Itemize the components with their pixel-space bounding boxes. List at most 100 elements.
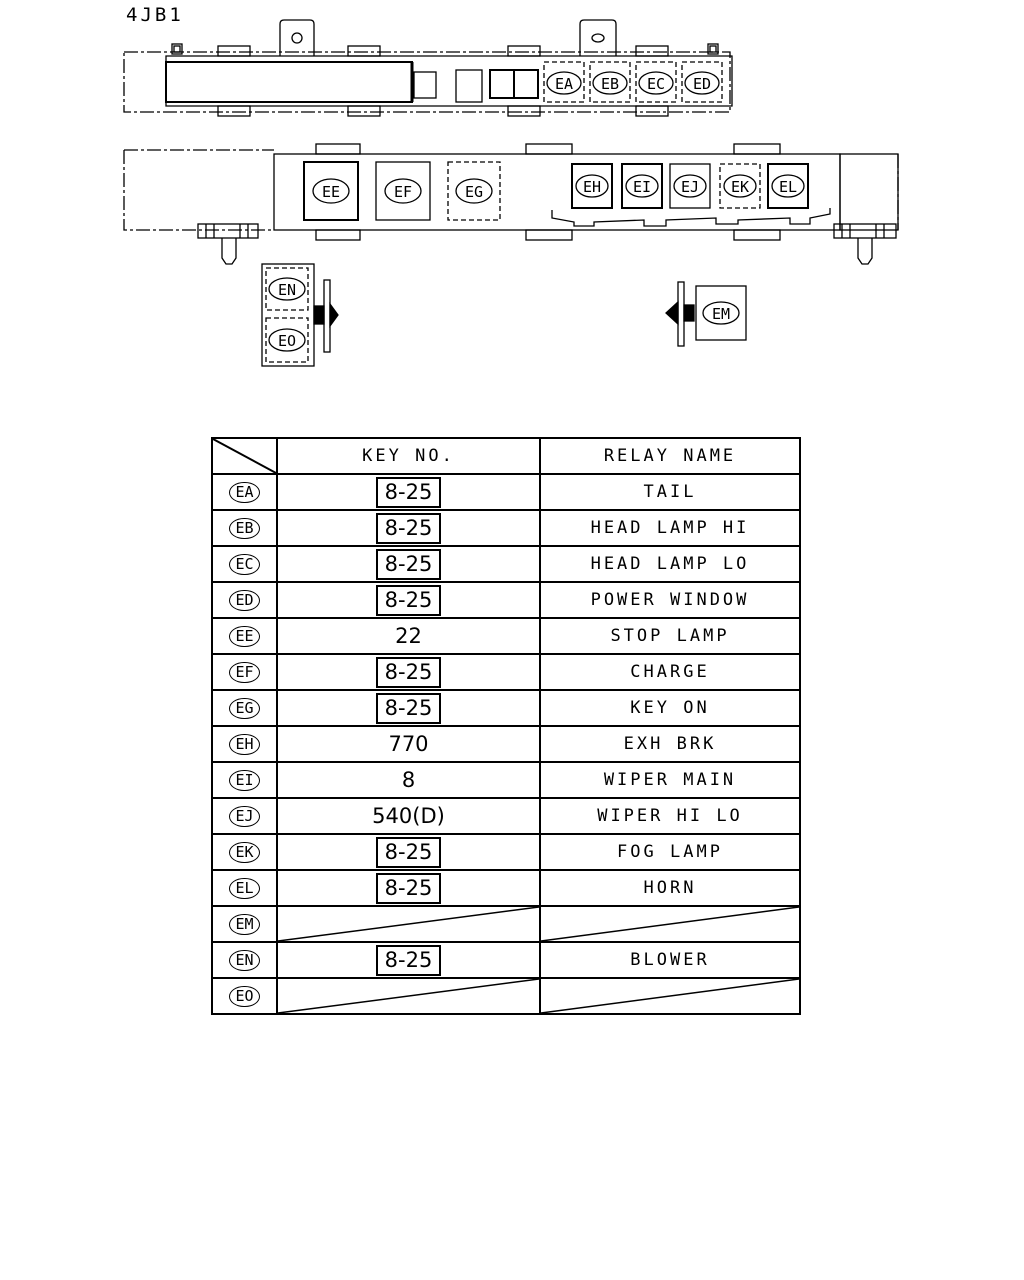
key-no-value: 540(D)	[372, 804, 445, 828]
relay-code: EM	[229, 913, 260, 935]
key-no-cell: 22	[276, 617, 541, 655]
socket-label-ec: EC	[647, 75, 665, 93]
relay-code: ED	[229, 589, 260, 611]
key-no-cell: 8-25	[276, 689, 541, 727]
table-row: EC 8-25 HEAD LAMP LO	[211, 545, 801, 583]
relay-code: EG	[229, 697, 260, 719]
key-no-value: 8	[401, 768, 416, 792]
key-no-cell	[276, 977, 541, 1015]
key-no-value: 8-25	[375, 584, 442, 616]
relay-name-cell: BLOWER	[539, 941, 801, 979]
relay-code: EH	[229, 733, 260, 755]
key-no-cell: 540(D)	[276, 797, 541, 835]
model-label: 4JB1	[126, 4, 184, 26]
table-row: EI 8 WIPER MAIN	[211, 761, 801, 799]
relay-name-cell: HEAD LAMP HI	[539, 509, 801, 547]
relay-code: EB	[229, 517, 260, 539]
relay-code-cell: EJ	[211, 797, 278, 835]
relay-code: EI	[229, 769, 260, 791]
relay-code: EO	[229, 985, 260, 1007]
table-row: EA 8-25 TAIL	[211, 473, 801, 511]
socket-label-en: EN	[278, 281, 296, 299]
table-row: EM	[211, 905, 801, 943]
relay-code-cell: EO	[211, 977, 278, 1015]
table-row: EB 8-25 HEAD LAMP HI	[211, 509, 801, 547]
relay-code-cell: EB	[211, 509, 278, 547]
relay-name-cell: KEY ON	[539, 689, 801, 727]
relay-code: EN	[229, 949, 260, 971]
key-no-value: 8-25	[375, 548, 442, 580]
key-no-cell: 770	[276, 725, 541, 763]
table-row: EF 8-25 CHARGE	[211, 653, 801, 691]
relay-code-cell: ED	[211, 581, 278, 619]
relay-code: EF	[229, 661, 260, 683]
relay-code-cell: EA	[211, 473, 278, 511]
header-relay-name: RELAY NAME	[539, 437, 801, 475]
key-no-cell: 8-25	[276, 473, 541, 511]
relay-code-cell: EM	[211, 905, 278, 943]
key-no-cell: 8	[276, 761, 541, 799]
key-no-value: 8-25	[375, 692, 442, 724]
relay-name-cell: WIPER MAIN	[539, 761, 801, 799]
relay-code: EJ	[229, 805, 260, 827]
socket-label-el: EL	[779, 178, 797, 196]
relay-name-cell: HEAD LAMP LO	[539, 545, 801, 583]
relay-code-cell: EF	[211, 653, 278, 691]
key-no-value: 8-25	[375, 872, 442, 904]
key-no-cell: 8-25	[276, 833, 541, 871]
relay-name-cell: STOP LAMP	[539, 617, 801, 655]
key-no-value: 8-25	[375, 656, 442, 688]
socket-label-ej: EJ	[681, 178, 699, 196]
relay-code: EL	[229, 877, 260, 899]
key-no-cell: 8-25	[276, 545, 541, 583]
table-row: EN 8-25 BLOWER	[211, 941, 801, 979]
key-no-cell: 8-25	[276, 509, 541, 547]
key-no-cell: 8-25	[276, 941, 541, 979]
table-row: EG 8-25 KEY ON	[211, 689, 801, 727]
socket-label-em: EM	[712, 305, 730, 323]
key-no-value: 22	[395, 624, 422, 648]
key-no-cell: 8-25	[276, 581, 541, 619]
relay-name-cell: CHARGE	[539, 653, 801, 691]
table-row: EE 22 STOP LAMP	[211, 617, 801, 655]
relay-name-cell	[539, 977, 801, 1015]
header-corner-cell	[211, 437, 278, 475]
header-key-no: KEY NO.	[276, 437, 541, 475]
socket-label-eg: EG	[465, 183, 483, 201]
relay-code-cell: EK	[211, 833, 278, 871]
socket-label-ef: EF	[394, 183, 412, 201]
key-no-cell: 8-25	[276, 869, 541, 907]
key-no-cell	[276, 905, 541, 943]
relay-code-cell: EL	[211, 869, 278, 907]
table-row: EO	[211, 977, 801, 1015]
side-unit-em	[665, 281, 747, 347]
table-row: EK 8-25 FOG LAMP	[211, 833, 801, 871]
socket-label-ed: ED	[693, 75, 711, 93]
relay-name-cell: HORN	[539, 869, 801, 907]
relay-name-cell: WIPER HI LO	[539, 797, 801, 835]
table-header-row: KEY NO. RELAY NAME	[211, 437, 801, 475]
table-row: ED 8-25 POWER WINDOW	[211, 581, 801, 619]
socket-label-ei: EI	[633, 178, 651, 196]
relay-code-cell: EH	[211, 725, 278, 763]
relay-code-cell: EE	[211, 617, 278, 655]
lower-relay-block	[123, 143, 899, 265]
relay-name-cell: TAIL	[539, 473, 801, 511]
key-no-value: 8-25	[375, 944, 442, 976]
relay-code: EC	[229, 553, 260, 575]
socket-label-eh: EH	[583, 178, 601, 196]
key-no-value: 8-25	[375, 512, 442, 544]
relay-code: EE	[229, 625, 260, 647]
relay-name-cell: FOG LAMP	[539, 833, 801, 871]
relay-code-cell: EI	[211, 761, 278, 799]
key-no-cell: 8-25	[276, 653, 541, 691]
relay-name-cell: POWER WINDOW	[539, 581, 801, 619]
key-no-value: 8-25	[375, 836, 442, 868]
socket-label-ee: EE	[322, 183, 340, 201]
key-no-value: 8-25	[375, 476, 442, 508]
socket-label-eb: EB	[601, 75, 619, 93]
table-row: EJ 540(D) WIPER HI LO	[211, 797, 801, 835]
